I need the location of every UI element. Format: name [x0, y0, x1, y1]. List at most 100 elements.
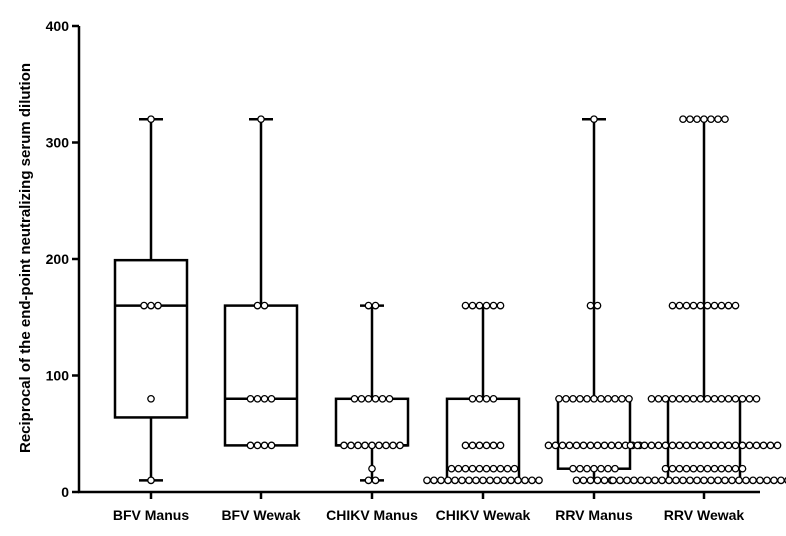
x-category-label: BFV Manus: [113, 507, 189, 523]
data-point: [686, 476, 694, 485]
data-point: [614, 441, 623, 450]
data-point: [147, 394, 155, 403]
data-point: [696, 441, 705, 450]
data-point: [253, 301, 262, 310]
data-point: [609, 476, 617, 485]
box-group: [113, 117, 189, 482]
data-point: [721, 476, 729, 485]
data-point: [364, 476, 373, 485]
data-point: [378, 394, 387, 403]
data-point: [745, 441, 754, 450]
data-point: [503, 464, 512, 473]
data-point: [668, 464, 677, 473]
data-point: [461, 301, 470, 310]
data-point: [475, 441, 484, 450]
data-point: [756, 476, 764, 485]
data-point: [371, 301, 380, 310]
data-point: [510, 464, 519, 473]
data-point: [368, 464, 376, 473]
data-point: [423, 476, 431, 485]
data-point: [738, 441, 747, 450]
data-point: [147, 476, 155, 485]
data-point: [661, 394, 670, 403]
data-point: [562, 394, 570, 403]
data-point: [257, 115, 265, 124]
data-point: [731, 441, 740, 450]
data-point: [654, 394, 663, 403]
data-point: [482, 394, 491, 403]
data-point: [637, 476, 645, 485]
boxes-layer: [113, 117, 742, 482]
data-point: [486, 476, 494, 485]
data-point: [267, 441, 276, 450]
points-layer: [140, 115, 786, 485]
data-point: [763, 476, 771, 485]
data-point: [742, 476, 750, 485]
data-point: [468, 464, 477, 473]
data-point: [721, 115, 729, 124]
data-point: [246, 394, 255, 403]
data-point: [703, 441, 712, 450]
data-point: [475, 394, 484, 403]
data-point: [661, 464, 670, 473]
data-point: [682, 394, 691, 403]
data-point: [693, 115, 701, 124]
data-point: [586, 441, 595, 450]
data-point: [496, 441, 505, 450]
data-point: [668, 394, 677, 403]
data-point: [465, 476, 473, 485]
data-point: [569, 464, 577, 473]
data-point: [714, 115, 722, 124]
box-group: [334, 304, 410, 482]
data-point: [396, 441, 404, 450]
data-point: [696, 464, 705, 473]
y-tick-label: 200: [46, 251, 70, 267]
data-point: [357, 394, 366, 403]
data-point: [461, 464, 470, 473]
data-point: [724, 301, 733, 310]
data-point: [717, 464, 726, 473]
box-group: [556, 117, 632, 482]
data-point: [675, 441, 684, 450]
data-point: [689, 464, 698, 473]
data-point: [246, 441, 255, 450]
data-point: [489, 441, 498, 450]
data-point: [661, 441, 670, 450]
data-point: [686, 115, 694, 124]
data-point: [714, 476, 722, 485]
data-point: [140, 301, 148, 310]
box-group: [445, 304, 521, 482]
box-group: [666, 117, 742, 482]
data-point: [770, 476, 778, 485]
data-point: [682, 441, 691, 450]
data-point: [752, 394, 761, 403]
data-point: [572, 476, 581, 485]
box-group: [223, 117, 299, 447]
data-point: [253, 394, 262, 403]
data-point: [147, 301, 155, 310]
data-point: [593, 476, 602, 485]
data-point: [696, 394, 705, 403]
data-point: [350, 394, 359, 403]
data-point: [454, 464, 463, 473]
data-point: [654, 441, 663, 450]
data-point: [489, 394, 498, 403]
data-point: [590, 394, 598, 403]
data-point: [507, 476, 515, 485]
data-point: [447, 464, 456, 473]
data-point: [731, 464, 740, 473]
data-point: [625, 394, 633, 403]
data-point: [703, 464, 712, 473]
data-point: [489, 464, 498, 473]
data-point: [260, 394, 269, 403]
data-point: [437, 476, 445, 485]
x-category-label: CHIKV Wewak: [436, 507, 531, 523]
data-point: [640, 441, 649, 450]
data-point: [710, 394, 719, 403]
data-point: [444, 476, 452, 485]
data-point: [521, 476, 529, 485]
data-point: [468, 301, 477, 310]
data-point: [724, 441, 733, 450]
data-point: [717, 441, 726, 450]
data-point: [482, 464, 491, 473]
